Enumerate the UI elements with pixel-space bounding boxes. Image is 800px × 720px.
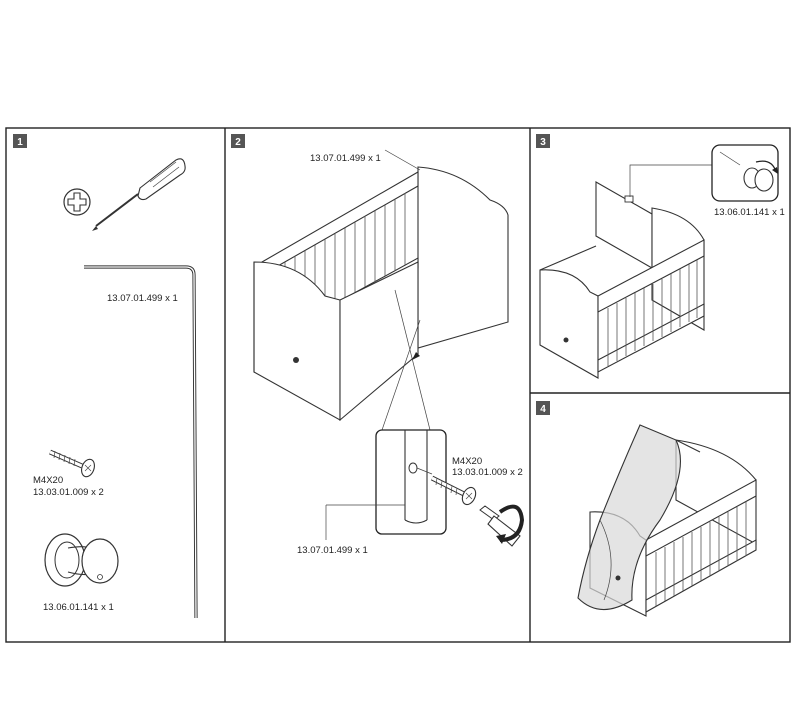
step-2-panel: 2	[231, 134, 525, 556]
screw-part-icon	[48, 449, 95, 478]
screwdriver-rotate-icon	[479, 504, 525, 547]
step-1-rod-label: 13.07.01.499 x 1	[107, 293, 178, 304]
knob-part-icon	[44, 533, 119, 587]
svg-text:1: 1	[17, 137, 23, 148]
phillips-head-icon	[63, 188, 91, 216]
step-1-panel: 1 13.07.01.499 x 1	[13, 134, 198, 619]
crib-canopy-drawing	[577, 424, 757, 617]
step-4-panel: 4	[536, 401, 757, 617]
step-3-panel: 3	[536, 134, 785, 379]
phillips-screwdriver-icon	[92, 158, 186, 231]
step-3-knob-label: 13.06.01.141 x 1	[714, 207, 785, 218]
svg-text:4: 4	[540, 404, 546, 415]
crib-assembled-drawing	[539, 181, 705, 379]
crib-frame-drawing	[253, 166, 509, 422]
step-1-badge: 1	[13, 134, 27, 148]
step-3-badge: 3	[536, 134, 550, 148]
step-2-screw-code: 13.03.01.009 x 2	[452, 467, 523, 478]
detail-callout-box	[375, 429, 447, 535]
step-2-screw-icon	[430, 475, 477, 506]
svg-text:2: 2	[235, 137, 241, 148]
svg-text:3: 3	[540, 137, 546, 148]
step-2-screw-size: M4X20	[452, 456, 482, 467]
step-2-rod-detail-label: 13.07.01.499 x 1	[297, 545, 368, 556]
step-2-badge: 2	[231, 134, 245, 148]
crib-slats	[274, 193, 406, 300]
panel-grid	[5, 127, 791, 643]
step-2-rod-indicator	[384, 149, 421, 171]
step-1-screw-size: M4X20	[33, 475, 63, 486]
step-1-knob-code: 13.06.01.141 x 1	[43, 602, 114, 613]
step-1-screw-code: 13.03.01.009 x 2	[33, 487, 104, 498]
step-4-badge: 4	[536, 401, 550, 415]
rod-part-icon	[84, 265, 198, 619]
knob-detail-box	[711, 144, 779, 202]
step-2-rod-top-label: 13.07.01.499 x 1	[310, 153, 381, 164]
